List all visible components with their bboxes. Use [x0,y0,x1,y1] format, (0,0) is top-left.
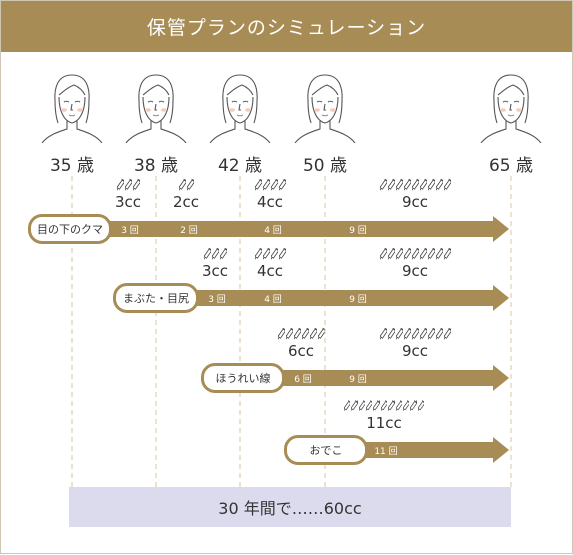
face-illustration [473,71,549,143]
session-count: 4 回 [253,292,293,305]
session-count: 3 回 [110,223,150,236]
face-illustration [202,71,278,143]
session-count: 9 回 [338,292,378,305]
treatment-label-pill: まぶた・目尻 [113,283,199,313]
session-count: 11 回 [366,444,406,457]
session-count: 4 回 [253,223,293,236]
face-illustration [118,71,194,143]
face-illustration [287,71,363,143]
session-count: 6 回 [283,372,323,385]
session-count: 9 回 [338,372,378,385]
treatment-label-pill: 目の下のクマ [28,214,112,244]
treatment-label-pill: おでこ [284,435,368,465]
treatment-label-pill: ほうれい線 [201,363,285,393]
session-count: 3 回 [197,292,237,305]
face-illustration [34,71,110,143]
session-count: 2 回 [169,223,209,236]
session-count: 9 回 [338,223,378,236]
